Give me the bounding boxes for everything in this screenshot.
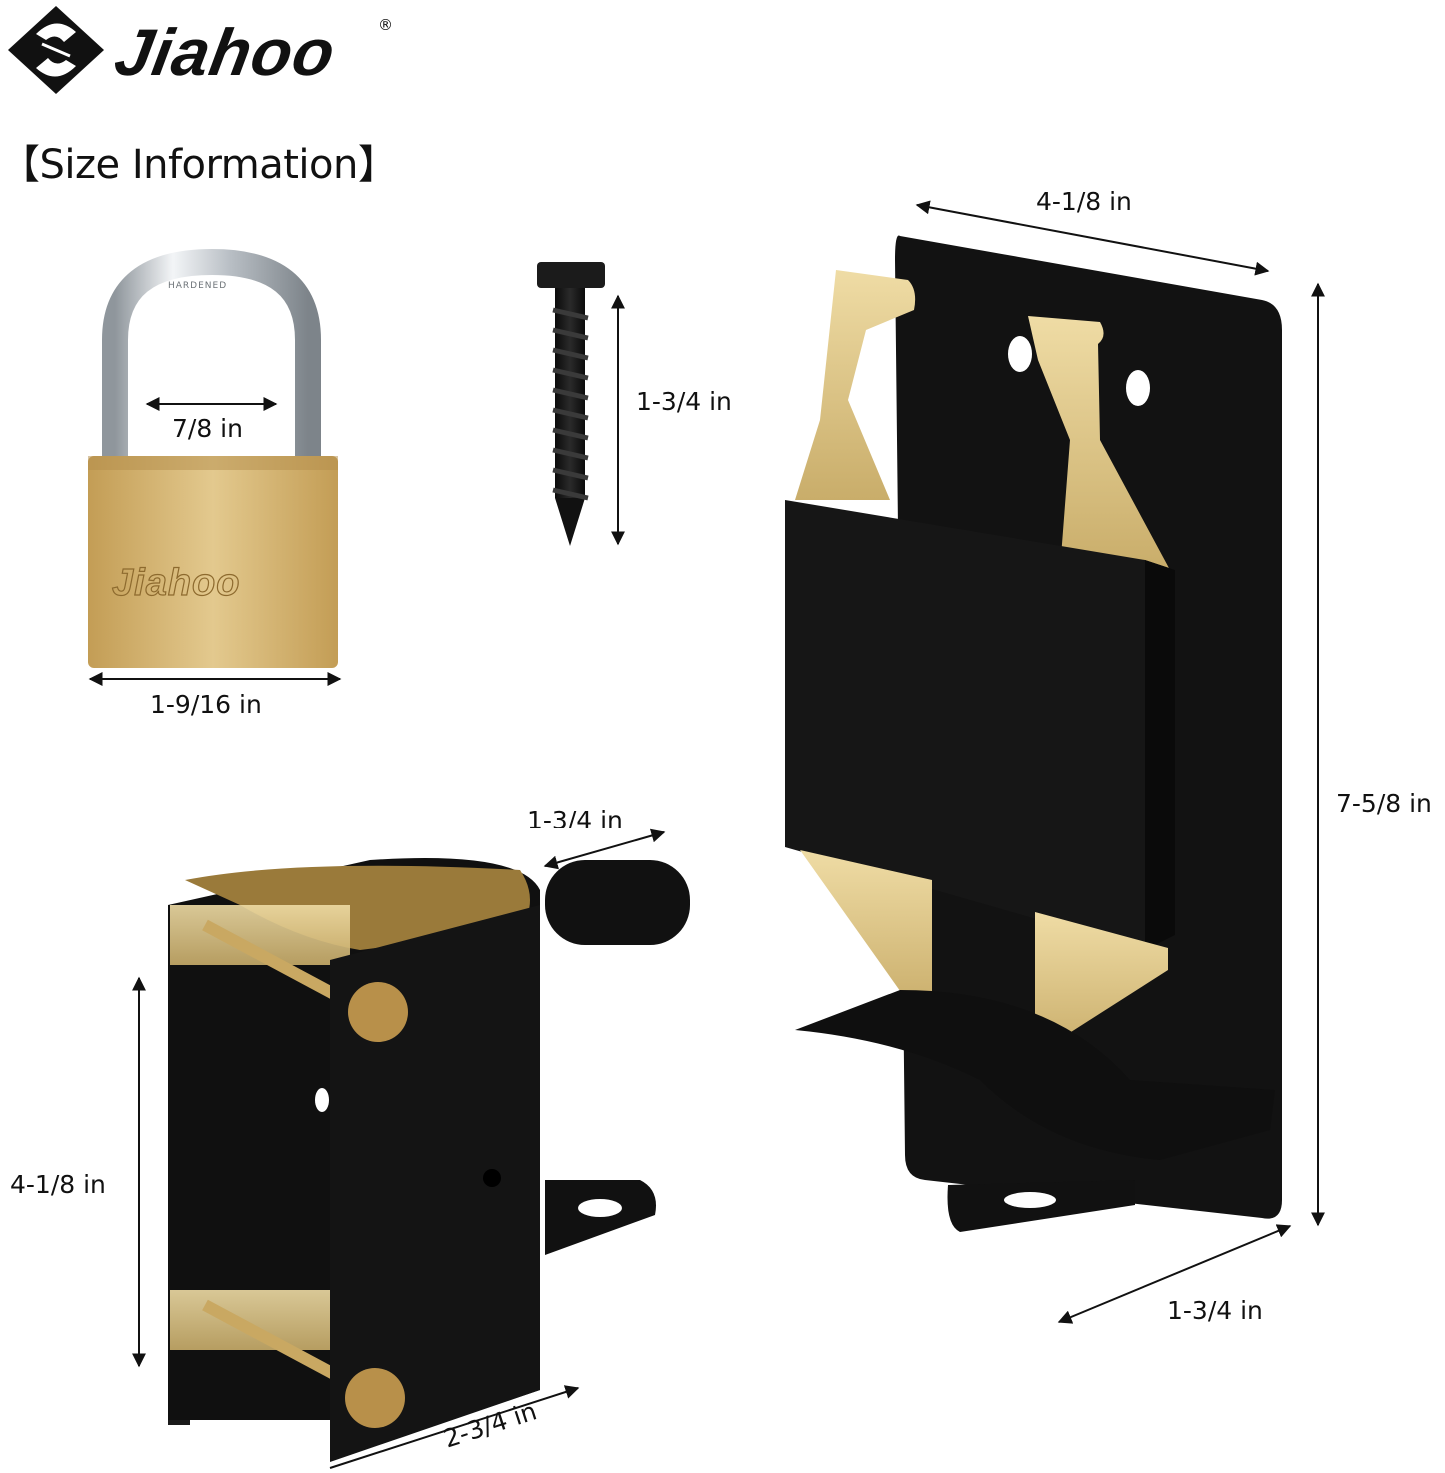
clamp-pin-length-label: 1-3/4 in xyxy=(527,806,623,828)
diamond-swirl-logo-icon xyxy=(8,6,104,94)
page-title: 【Size Information】 xyxy=(0,142,398,188)
screw-illustration xyxy=(537,262,605,546)
padlock-engraving: Jiahoo xyxy=(111,561,241,604)
receiver-height-label: 7-5/8 in xyxy=(1336,789,1432,818)
registered-mark: ® xyxy=(378,16,393,34)
padlock-illustration xyxy=(88,248,338,668)
post-clamp-illustration xyxy=(168,858,690,1462)
screw-length-label: 1-3/4 in xyxy=(636,387,732,416)
padlock-body-width-label: 1-9/16 in xyxy=(150,690,262,719)
shackle-engraving: HARDENED xyxy=(168,281,228,291)
receiver-width-label: 4-1/8 in xyxy=(1036,187,1132,216)
padlock-shackle-width-label: 7/8 in xyxy=(172,414,243,443)
brand-logo: Jiahoo ® xyxy=(6,4,396,96)
clamp-height-label: 4-1/8 in xyxy=(10,1170,106,1199)
dimension-lines xyxy=(88,200,1325,1469)
latch-receiver-illustration xyxy=(785,235,1282,1232)
receiver-depth-label: 1-3/4 in xyxy=(1167,1296,1263,1325)
